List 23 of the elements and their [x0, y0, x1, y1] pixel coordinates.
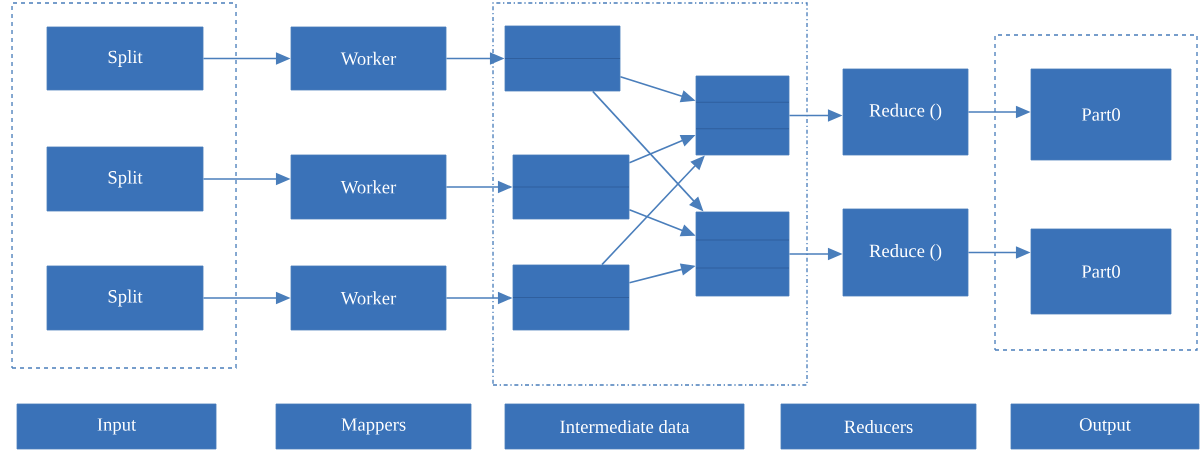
- process-box: Part0: [1030, 68, 1172, 161]
- process-box: Output: [1010, 403, 1200, 450]
- process-box: Reduce (): [842, 208, 969, 297]
- data-block: [512, 154, 630, 220]
- process-box: Split: [46, 146, 204, 212]
- data-block: [695, 75, 790, 156]
- group-frame: [11, 2, 237, 369]
- data-block: [504, 25, 621, 92]
- process-box: Input: [16, 403, 217, 450]
- data-block: [695, 211, 790, 297]
- process-box: Split: [46, 265, 204, 331]
- group-frame: [492, 2, 808, 386]
- process-box: Reducers: [780, 403, 977, 450]
- process-box: Mappers: [275, 403, 472, 450]
- process-box: Worker: [290, 26, 447, 91]
- process-box: Worker: [290, 265, 447, 331]
- group-frame: [994, 34, 1198, 351]
- process-box: Split: [46, 26, 204, 91]
- process-box: Worker: [290, 154, 447, 220]
- process-box: Intermediate data: [504, 403, 745, 450]
- process-box: Reduce (): [842, 68, 969, 156]
- process-box: Part0: [1030, 228, 1172, 315]
- data-block: [512, 264, 630, 331]
